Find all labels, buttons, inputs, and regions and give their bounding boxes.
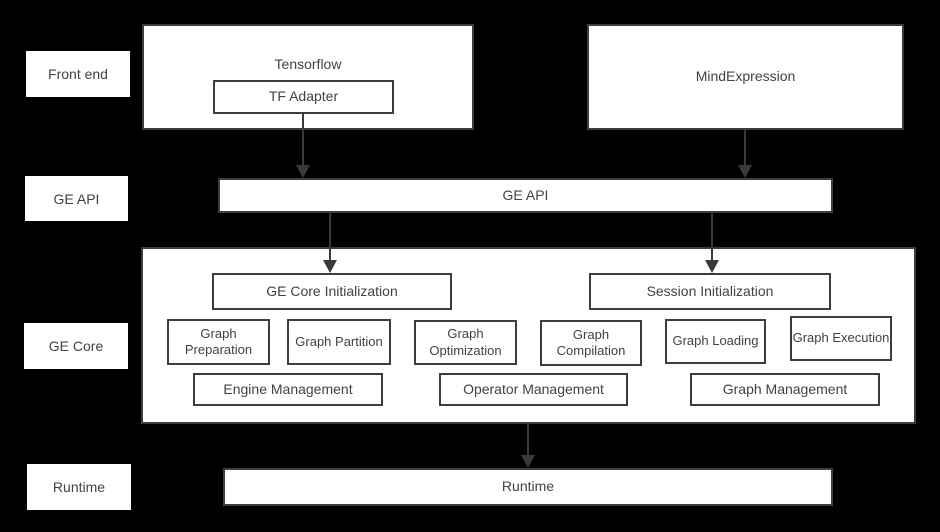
arrow-head [323, 260, 337, 273]
graph-execution-box: Graph Execution [790, 316, 892, 361]
session-initialization-label: Session Initialization [646, 282, 774, 299]
arrow-line [527, 424, 529, 459]
arrow-ge-api-to-session-initialization-icon [705, 213, 719, 273]
graph-optimization-box: Graph Optimization [414, 320, 517, 365]
arrow-head [705, 260, 719, 273]
tf-adapter-label: TF Adapter [268, 88, 339, 105]
runtime-bar: Runtime [223, 468, 833, 506]
tensorflow-label: Tensorflow [274, 56, 342, 72]
graph-management-box: Graph Management [690, 373, 880, 406]
graph-compilation-box: Graph Compilation [540, 320, 642, 366]
arrow-head [738, 165, 752, 178]
graph-management-label: Graph Management [722, 380, 848, 397]
runtime-bar-label: Runtime [501, 478, 555, 495]
operator-management-label: Operator Management [463, 380, 604, 397]
arrow-line [711, 213, 713, 264]
ge-api-bar: GE API [218, 178, 833, 213]
row-label-ge-api-text: GE API [53, 190, 100, 207]
row-label-runtime-text: Runtime [52, 479, 106, 495]
row-label-ge-core: GE Core [24, 323, 128, 369]
mindexpression-box: MindExpression [587, 24, 904, 130]
graph-execution-label: Graph Execution [792, 330, 890, 346]
ge-api-bar-label: GE API [502, 186, 549, 203]
mindexpression-label: MindExpression [695, 68, 796, 85]
arrow-line [744, 130, 746, 169]
ge-core-initialization-label: GE Core Initialization [266, 282, 398, 299]
graph-partition-box: Graph Partition [287, 319, 391, 365]
arrow-ge-api-to-ge-core-initialization-icon [323, 213, 337, 273]
arrow-ge-core-to-runtime-icon [521, 424, 535, 468]
arrow-mindexpression-to-ge-api-icon [738, 130, 752, 178]
engine-management-box: Engine Management [193, 373, 383, 406]
arrow-head [521, 455, 535, 468]
row-label-front-end: Front end [26, 51, 130, 97]
operator-management-box: Operator Management [439, 373, 628, 406]
graph-compilation-label: Graph Compilation [556, 326, 626, 358]
engine-management-label: Engine Management [223, 380, 353, 397]
graph-loading-label: Graph Loading [672, 333, 759, 349]
arrow-line [329, 213, 331, 264]
graph-preparation-label: Graph Preparation [184, 325, 253, 357]
graph-optimization-label: Graph Optimization [429, 326, 502, 358]
arrow-line [302, 114, 304, 169]
graph-preparation-box: Graph Preparation [167, 319, 270, 365]
row-label-front-end-text: Front end [48, 66, 108, 82]
arrow-head [296, 165, 310, 178]
row-label-ge-core-text: GE Core [48, 338, 104, 354]
session-initialization-box: Session Initialization [589, 273, 831, 310]
row-label-runtime: Runtime [27, 464, 131, 510]
graph-partition-label: Graph Partition [295, 333, 383, 349]
row-label-ge-api: GE API [25, 176, 128, 221]
graph-loading-box: Graph Loading [665, 319, 766, 364]
tf-adapter-box: TF Adapter [213, 80, 394, 114]
arrow-tf-adapter-to-ge-api-icon [296, 114, 310, 178]
ge-core-initialization-box: GE Core Initialization [212, 273, 452, 310]
